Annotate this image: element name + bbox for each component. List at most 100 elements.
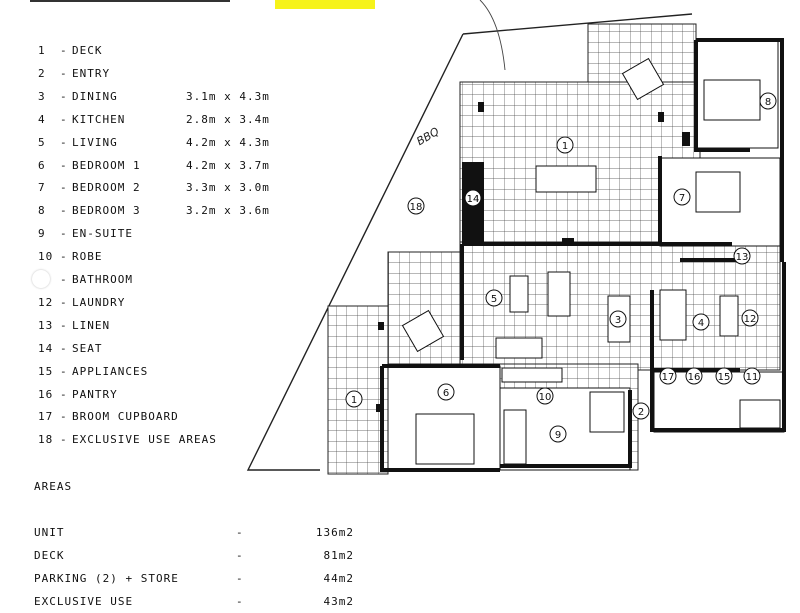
legend-room-name: SEAT <box>72 341 103 355</box>
legend-room-dims: 3.2m x 3.6m <box>186 204 270 218</box>
svg-text:14: 14 <box>467 194 480 205</box>
legend-dash: - <box>60 204 68 218</box>
area-dash: - <box>236 526 244 539</box>
legend-room-name: LIVING <box>72 135 118 149</box>
legend-dash: - <box>60 273 68 286</box>
area-dash: - <box>236 595 244 608</box>
legend-room-name: BEDROOM 2 <box>72 181 141 195</box>
legend-dash: - <box>60 112 68 126</box>
svg-text:10: 10 <box>539 392 552 403</box>
legend-number: 6 <box>38 158 46 172</box>
svg-text:8: 8 <box>765 97 771 108</box>
legend-number: 4 <box>38 112 46 126</box>
legend-room-dims: 3.3m x 3.0m <box>186 181 270 195</box>
legend-number: 5 <box>38 135 46 149</box>
legend-room-name: PANTRY <box>72 387 118 401</box>
area-value: 44m2 <box>323 572 354 585</box>
area-value: 136m2 <box>315 526 354 539</box>
area-name: UNIT <box>34 526 65 539</box>
area-name: PARKING (2) + STORE <box>34 572 179 585</box>
svg-text:11: 11 <box>746 372 759 383</box>
legend-room-name: ROBE <box>72 250 103 264</box>
legend-room-name: BEDROOM 3 <box>72 204 141 218</box>
legend-room-name: APPLIANCES <box>72 364 149 378</box>
legend-number: 14 <box>38 341 54 355</box>
legend-dash: - <box>60 66 68 80</box>
legend-dash: - <box>60 44 68 57</box>
legend-number: 18 <box>38 433 54 447</box>
svg-text:9: 9 <box>555 430 561 441</box>
svg-text:15: 15 <box>718 372 731 383</box>
legend-dash: - <box>60 181 68 195</box>
legend-room-name: LAUNDRY <box>72 295 126 309</box>
svg-text:4: 4 <box>698 318 704 329</box>
legend-dash: - <box>60 387 68 401</box>
svg-text:5: 5 <box>491 294 497 305</box>
legend-room-dims: 3.1m x 4.3m <box>186 89 270 103</box>
svg-text:3: 3 <box>615 315 621 326</box>
legend-room-name: KITCHEN <box>72 112 126 126</box>
legend-dash: - <box>60 364 68 378</box>
legend-room-name: LINEN <box>72 318 111 332</box>
legend-dash: - <box>60 341 68 355</box>
area-name: EXCLUSIVE USE <box>34 595 134 608</box>
svg-text:2: 2 <box>638 407 644 418</box>
legend-number: 2 <box>38 66 46 80</box>
area-dash: - <box>236 549 244 562</box>
legend-number: 16 <box>38 387 54 401</box>
legend-number: 3 <box>38 89 46 103</box>
legend-dash: - <box>60 410 68 424</box>
legend-dash: - <box>60 295 68 309</box>
areas-title: AREAS <box>34 480 73 493</box>
furniture <box>401 57 781 465</box>
correction-blot <box>32 270 50 288</box>
legend-room-name: BROOM CUPBOARD <box>72 410 179 424</box>
legend-room-dims: 4.2m x 4.3m <box>186 135 270 149</box>
legend-dash: - <box>60 89 68 103</box>
top-strip <box>0 0 800 10</box>
legend-dash: - <box>60 433 68 447</box>
svg-text:13: 13 <box>736 252 749 263</box>
legend-number: 8 <box>38 204 46 218</box>
legend-room-name: BEDROOM 1 <box>72 158 141 172</box>
legend-room-name: DINING <box>72 89 118 103</box>
legend-room-name: BATHROOM <box>72 273 133 286</box>
area-value: 81m2 <box>323 549 354 562</box>
legend-number: 10 <box>38 250 54 264</box>
legend-room-dims: 4.2m x 3.7m <box>186 158 270 172</box>
site-boundary <box>246 13 693 471</box>
legend-number: 12 <box>38 295 54 309</box>
legend-number: 9 <box>38 227 46 241</box>
legend-number: 13 <box>38 318 54 332</box>
legend-room-name: EN-SUITE <box>72 227 133 241</box>
legend-room-name: EXCLUSIVE USE AREAS <box>72 433 217 447</box>
svg-text:1: 1 <box>562 141 568 152</box>
legend-room-name: ENTRY <box>72 66 111 80</box>
legend-number: 17 <box>38 410 54 424</box>
legend-number: 15 <box>38 364 54 378</box>
svg-text:16: 16 <box>688 372 701 383</box>
legend-room-dims: 2.8m x 3.4m <box>186 112 270 126</box>
floor-plan: 14 1 1 <box>246 0 786 475</box>
area-dash: - <box>236 572 244 585</box>
top-scribble <box>30 0 230 5</box>
room-numbers: 1 1 2 3 4 5 6 7 8 9 10 11 12 13 15 16 17… <box>351 97 771 441</box>
area-value: 43m2 <box>323 595 354 608</box>
legend-dash: - <box>60 135 68 149</box>
svg-text:12: 12 <box>744 314 757 325</box>
legend-dash: - <box>60 318 68 332</box>
legend-number: 7 <box>38 181 46 195</box>
svg-text:6: 6 <box>443 388 449 399</box>
legend-dash: - <box>60 250 68 264</box>
svg-text:7: 7 <box>679 193 685 204</box>
legend-room-name: DECK <box>72 44 103 57</box>
window-marks <box>376 102 690 412</box>
area-name: DECK <box>34 549 65 562</box>
svg-text:18: 18 <box>410 202 423 213</box>
legend-number: 1 <box>38 44 46 57</box>
yellow-highlight <box>275 0 375 9</box>
svg-text:17: 17 <box>662 372 675 383</box>
legend-dash: - <box>60 227 68 241</box>
site-arc <box>479 0 506 71</box>
room-labels <box>345 92 777 443</box>
